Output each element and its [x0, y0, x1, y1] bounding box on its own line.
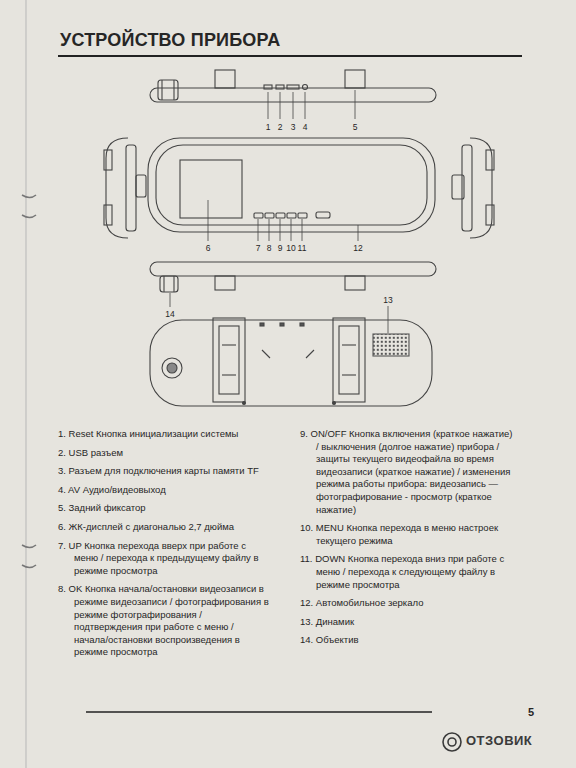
callout-number: 7	[248, 243, 268, 253]
callout-number: 8	[259, 243, 279, 253]
legend-item: 4. AV Аудио/видеовыход	[58, 484, 270, 497]
watermark: ОТЗОВИК	[466, 733, 532, 748]
front-view	[148, 138, 435, 241]
legend-item: 11. DOWN Кнопка перехода вниз при работе…	[300, 553, 514, 591]
callout-number: 2	[270, 122, 290, 132]
staples	[22, 195, 36, 568]
legend-item: 6. ЖК-дисплей с диагональю 2,7 дюйма	[58, 521, 270, 534]
page-number: 5	[528, 706, 534, 718]
top-view	[150, 70, 436, 119]
bottom-view	[150, 262, 436, 307]
legend-item: 7. UP Кнопка перехода вверх при работе с…	[58, 540, 270, 578]
title-rule	[58, 55, 522, 57]
callout-number: 5	[345, 122, 365, 132]
watermark-logo	[443, 733, 461, 751]
left-side-view	[104, 138, 146, 238]
legend-item: 9. ON/OFF Кнопка включения (краткое нажа…	[300, 428, 514, 516]
right-side-view	[452, 138, 494, 238]
callout-number: 6	[198, 243, 218, 253]
legend-item: 5. Задний фиксатор	[58, 502, 270, 515]
callout-number: 4	[295, 122, 315, 132]
callout-number: 11	[292, 243, 312, 253]
legend-item: 13. Динамик	[300, 616, 514, 629]
legend-item: 2. USB разъем	[58, 447, 270, 460]
callout-number: 1	[258, 122, 278, 132]
footer-rule	[86, 711, 432, 713]
legend-item: 1. Reset Кнопка инициализации системы	[58, 428, 270, 441]
callout-number: 13	[378, 295, 398, 305]
legend-item: 12. Автомобильное зеркало	[300, 597, 514, 610]
callout-number: 12	[348, 243, 368, 253]
page-edge	[25, 0, 26, 768]
page-title: УСТРОЙСТВО ПРИБОРА	[60, 30, 280, 51]
legend-item: 10. MENU Кнопка перехода в меню настроек…	[300, 522, 514, 547]
legend-item: 14. Объектив	[300, 634, 514, 647]
back-view	[150, 306, 432, 406]
callout-number: 14	[160, 309, 180, 319]
legend-item: 8. OK Кнопка начала/остановки видеозапис…	[58, 583, 270, 659]
legend-item: 3. Разъем для подключения карты памяти T…	[58, 465, 270, 478]
callout-number: 3	[283, 122, 303, 132]
